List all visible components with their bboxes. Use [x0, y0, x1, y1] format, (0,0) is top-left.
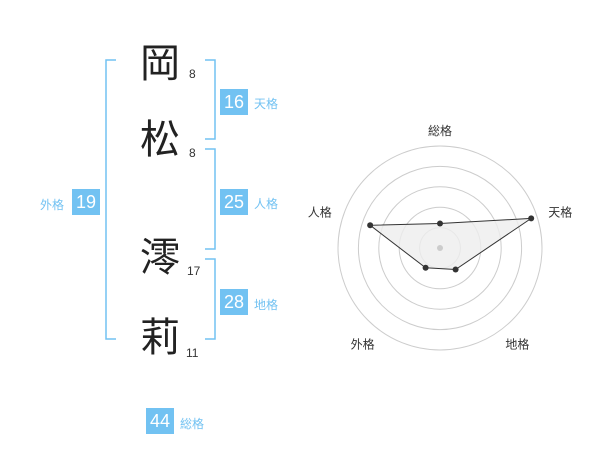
soukaku-label: 総格	[180, 417, 205, 431]
radar-ring	[357, 165, 523, 331]
name-char-1: 岡	[140, 41, 180, 87]
stroke-count-2: 8	[189, 146, 196, 160]
name-char-4: 莉	[140, 315, 180, 361]
jinkaku-label: 人格	[254, 197, 279, 211]
jinkaku-score: 25	[220, 189, 248, 215]
jinkaku-bracket	[205, 148, 216, 250]
name-char-2: 松	[140, 117, 180, 163]
radar-axis-label: 人格	[308, 205, 332, 220]
radar-area	[368, 217, 533, 271]
gaikaku-label: 外格	[40, 198, 65, 212]
radar-point	[528, 215, 535, 222]
radar-point	[437, 220, 443, 227]
soukaku-score: 44	[146, 408, 174, 434]
radar-point	[422, 264, 429, 271]
chikaku-bracket	[205, 258, 216, 340]
radar-axis-label: 外格	[351, 336, 375, 351]
gaikaku-bracket	[105, 59, 116, 340]
stroke-count-4: 11	[186, 346, 199, 360]
stroke-count-1: 8	[189, 67, 196, 81]
radar-ring	[337, 145, 543, 351]
chikaku-score: 28	[220, 289, 248, 315]
radar-point	[452, 266, 459, 273]
radar-axis-label: 地格	[505, 336, 529, 351]
tenkaku-score: 16	[220, 89, 248, 115]
radar-ring	[378, 186, 502, 310]
name-char-3: 澪	[140, 235, 180, 281]
radar-axis-label: 天格	[548, 205, 572, 220]
radar-points	[367, 215, 535, 273]
tenkaku-bracket	[205, 59, 216, 140]
gaikaku-score: 19	[72, 189, 100, 215]
radar-point	[367, 222, 374, 229]
radar-center-dot	[437, 245, 443, 251]
radar-axis-label: 総格	[428, 123, 452, 138]
tenkaku-label: 天格	[254, 97, 279, 111]
stroke-count-3: 17	[187, 264, 201, 278]
chikaku-label: 地格	[254, 298, 279, 312]
